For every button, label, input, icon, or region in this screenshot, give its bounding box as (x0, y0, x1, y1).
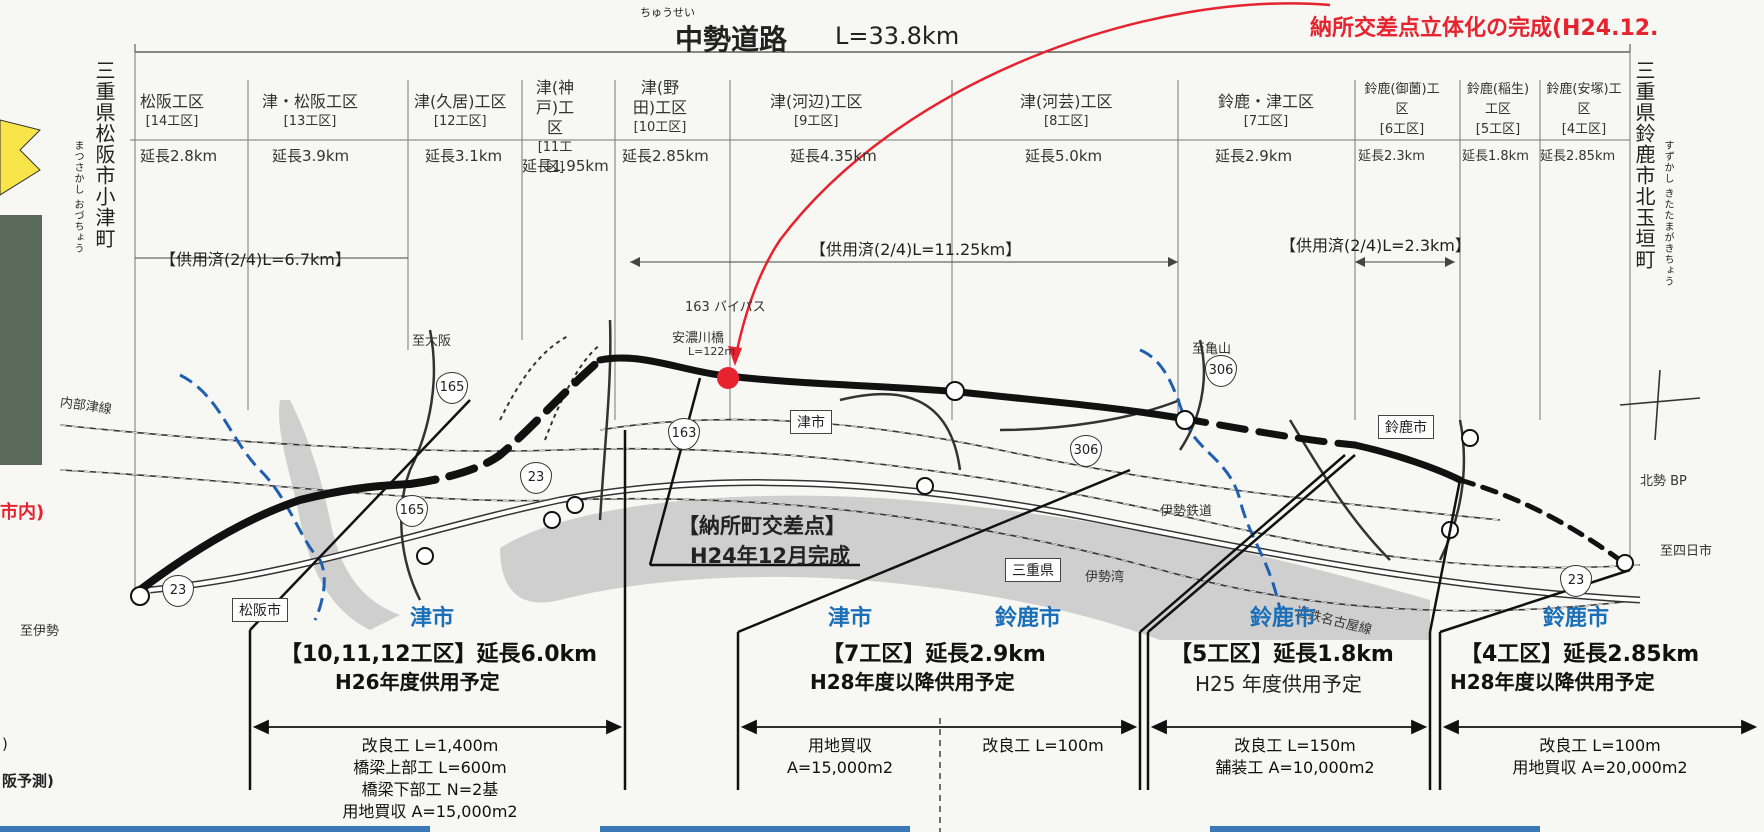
section-length: 延長2.8km (140, 147, 218, 165)
chusei-road (136, 354, 1623, 594)
section-name: 津(河辺)工区[9工区] (770, 92, 863, 129)
section-length: 延長2.9km (1215, 147, 1293, 165)
panel-title: 【10,11,12工区】延長6.0km (280, 642, 598, 667)
to-yokkaichi-label: 至四日市 (1660, 544, 1713, 559)
section-length: 延長2.85km (622, 147, 709, 165)
bridge-label: 安濃川橋 (672, 331, 725, 346)
to-ise-label: 至伊勢 (20, 624, 60, 639)
hokusei-bp-label: 北勢 BP (1640, 474, 1687, 489)
route-23-badge: 23 (162, 575, 194, 607)
section-name: 鈴鹿(安塚)工区[4工区] (1546, 82, 1622, 137)
route-23-badge: 23 (1560, 565, 1592, 597)
route-306-badge: 306 (1205, 355, 1237, 387)
mie-pref-box: 三重県 (1005, 558, 1061, 582)
panel-plan: H28年度以降供用予定 (1450, 670, 1655, 694)
nosho-callout-title: 【納所町交差点】 (678, 514, 846, 538)
tsu-city-box: 津市 (790, 410, 832, 434)
completion-banner: 納所交差点立体化の完成(H24.12. (1310, 16, 1659, 41)
section-name: 津・松阪工区[13工区] (262, 92, 359, 129)
section-length: 延長1.95km (522, 157, 609, 175)
right-pref-furigana: すずかし きたたまがきちょう (1662, 140, 1673, 288)
route-165-badge: 165 (436, 372, 468, 404)
photo-strip (0, 215, 42, 465)
bypass-label: 163 バイパス (685, 300, 766, 315)
left-pref-furigana: まつさかし おづちょう (72, 140, 83, 255)
section-name: 津(野田)工区[10工区] (632, 78, 688, 135)
left-pref-label: 三重県松阪市小津町 (92, 60, 116, 249)
panel-title: 【4工区】延長2.85km (1460, 642, 1700, 667)
suzuka-city-box: 鈴鹿市 (1378, 415, 1434, 439)
in-service-label: 【供用済(2/4)L=11.25km】 (810, 240, 1022, 259)
section-name: 津(久居)工区[12工区] (414, 92, 507, 129)
panel-city: 津市 (410, 606, 455, 631)
section-name: 津(神戸)工区[11工区] (535, 78, 575, 175)
panel-works: 改良工 L=100m (982, 736, 1104, 755)
ise-rail-label: 伊勢鉄道 (1160, 504, 1213, 519)
matsusaka-city-box: 松阪市 (232, 598, 288, 622)
nosho-marker (717, 367, 739, 389)
route-23-badge: 23 (520, 462, 552, 494)
section-name: 鈴鹿(稲生)工区[5工区] (1466, 82, 1530, 137)
panel-city: 鈴鹿市 (995, 606, 1062, 631)
panel-plan: H26年度供用予定 (335, 670, 500, 694)
ise-bay-label: 伊勢湾 (1085, 570, 1125, 585)
in-service-label: 【供用済(2/4)L=2.3km】 (1280, 236, 1471, 255)
route-23 (149, 479, 1641, 604)
in-service-label: 【供用済(2/4)L=6.7km】 (160, 250, 351, 269)
section-name: 松阪工区[14工区] (140, 92, 205, 129)
section-length: 延長3.1km (425, 147, 503, 165)
panel-plan: H28年度以降供用予定 (810, 670, 1015, 694)
section-dividers (134, 52, 1631, 590)
nosho-callout-date: H24年12月完成 (690, 544, 851, 568)
road-name: 中勢道路 (675, 23, 788, 56)
right-pref-label: 三重県鈴鹿市北玉垣町 (1632, 60, 1656, 270)
route-306-badge: 306 (1070, 435, 1102, 467)
section-length: 延長2.3km (1358, 149, 1425, 164)
section-length: 延長4.35km (790, 147, 877, 165)
section-name: 鈴鹿(御薗)工区[6工区] (1364, 82, 1440, 137)
to-osaka-label: 至大阪 (412, 334, 452, 349)
panel-title: 【5工区】延長1.8km (1170, 642, 1394, 667)
route-163-badge: 163 (668, 418, 700, 450)
left-city-label: 市内) (0, 502, 45, 523)
panel-leaders (248, 399, 1631, 790)
section-length: 延長1.8km (1462, 149, 1529, 164)
pointer-arrow (733, 2, 1331, 361)
bridge-length: L=122m (688, 345, 736, 358)
section-length: 延長3.9km (272, 147, 350, 165)
section-name: 津(河芸)工区[8工区] (1020, 92, 1113, 129)
panel-dimensions (252, 719, 1758, 735)
panel-title: 【7工区】延長2.9km (822, 642, 1046, 667)
panel-city: 鈴鹿市 (1543, 606, 1610, 631)
left-note: ) (2, 735, 8, 753)
panel-city: 津市 (828, 606, 873, 631)
route-165-badge: 165 (396, 495, 428, 527)
to-kameyama-label: 至亀山 (1192, 342, 1232, 357)
road-length: L=33.8km (835, 22, 960, 50)
section-name: 鈴鹿・津工区[7工区] (1218, 92, 1315, 129)
road-furigana: ちゅうせい (640, 6, 695, 19)
section-length: 延長2.85km (1540, 149, 1616, 164)
panel-plan: H25 年度供用予定 (1195, 672, 1362, 696)
interchanges (130, 381, 1634, 606)
north-arrow-icon (1619, 369, 1701, 441)
left-note: 阪予測) (2, 772, 54, 790)
section-length: 延長5.0km (1025, 147, 1103, 165)
panel-city: 鈴鹿市 (1250, 606, 1317, 631)
